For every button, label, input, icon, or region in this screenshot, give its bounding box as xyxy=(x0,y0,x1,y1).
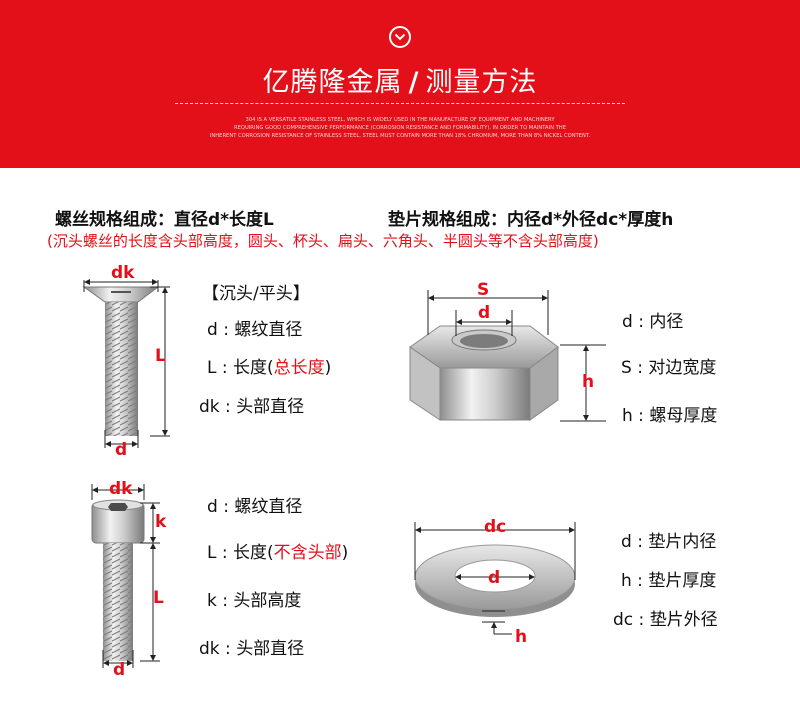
nut-h-mark: h xyxy=(582,372,595,392)
washer-d-legend: d : 垫片内径 xyxy=(621,532,717,552)
washer-dc-key: dc xyxy=(613,610,634,630)
length-note: (沉头螺丝的长度含头部高度，圆头、杯头、扁头、六角头、半圆头等不含头部高度) xyxy=(47,232,599,250)
flat-washer xyxy=(414,522,576,635)
countersunk-title: 【沉头/平头】 xyxy=(202,284,310,304)
screw-spec-heading: 螺丝规格组成：直径d*长度L xyxy=(55,210,274,230)
banner-fine-text-1: 304 IS A VERSATILE STAINLESS STEEL, WHIC… xyxy=(245,117,555,123)
sh-k-key: k xyxy=(207,591,217,611)
cs-L-mark: L xyxy=(155,346,166,366)
cs-L-legend: L : 长度(总长度) xyxy=(207,358,332,378)
cs-dk-key: dk xyxy=(199,397,220,417)
banner-subtitle: 测量方法 xyxy=(425,67,538,98)
chevron-down-icon xyxy=(389,26,411,48)
washer-h-mark: h xyxy=(515,627,528,647)
cs-d-label: 螺纹直径 xyxy=(234,320,303,340)
sh-L-label-em: 不含头部 xyxy=(273,543,342,563)
nut-h-key: h xyxy=(622,406,633,426)
banner-fine-text-3: INHERENT CORROSION RESISTANCE OF STAINLE… xyxy=(209,133,591,139)
cs-dk-mark: dk xyxy=(111,263,135,283)
sh-L-label: 长度( xyxy=(233,543,274,563)
brand-name: 亿腾隆金属 xyxy=(262,67,403,98)
nut-d-mark: d xyxy=(478,303,491,323)
sh-L-mark: L xyxy=(153,588,164,608)
title-separator: / xyxy=(408,67,420,98)
washer-spec-heading: 垫片规格组成：内径d*外径dc*厚度h xyxy=(388,210,674,230)
sh-d-mark: d xyxy=(113,660,126,680)
sh-dk-label: 头部直径 xyxy=(236,639,305,659)
washer-h-label: 垫片厚度 xyxy=(648,571,717,591)
nut-S-label: 对边宽度 xyxy=(648,358,717,378)
banner-fine-text-2: REQUIRING GOOD COMPREHENSIVE PERFORMANCE… xyxy=(234,125,566,131)
nut-h-legend: h : 螺母厚度 xyxy=(622,406,718,426)
nut-h-label: 螺母厚度 xyxy=(649,406,718,426)
cs-L-label-end: ) xyxy=(324,358,332,378)
header-banner: 亿腾隆金属/测量方法 304 IS A VERSATILE STAINLESS … xyxy=(0,0,800,168)
nut-d-label: 内径 xyxy=(649,312,684,332)
sh-d-label: 螺纹直径 xyxy=(234,497,303,517)
cs-L-label-em: 总长度 xyxy=(273,358,325,378)
sh-d-key: d xyxy=(207,497,218,517)
sh-L-legend: L : 长度(不含头部) xyxy=(207,543,349,563)
washer-d-key: d xyxy=(621,532,632,552)
sh-k-mark: k xyxy=(155,512,167,532)
washer-dc-legend: dc : 垫片外径 xyxy=(613,610,718,630)
cs-dk-label: 头部直径 xyxy=(236,397,305,417)
nut-S-mark: S xyxy=(477,280,490,300)
sh-L-key: L xyxy=(207,543,217,563)
cs-dk-legend: dk : 头部直径 xyxy=(199,397,305,417)
cs-d-mark: d xyxy=(115,440,128,460)
nut-d-legend: d : 内径 xyxy=(622,312,684,332)
sh-L-label-end: ) xyxy=(341,543,349,563)
washer-d-label: 垫片内径 xyxy=(648,532,717,552)
washer-dc-mark: dc xyxy=(484,517,507,537)
socket-head-screw xyxy=(91,484,160,668)
washer-h-legend: h : 垫片厚度 xyxy=(621,571,717,591)
cs-L-key: L xyxy=(207,358,217,378)
nut-S-key: S xyxy=(621,358,632,378)
banner-divider xyxy=(175,103,625,105)
hex-nut xyxy=(409,290,606,422)
sh-k-label: 头部高度 xyxy=(233,591,302,611)
sh-k-legend: k : 头部高度 xyxy=(207,591,302,611)
sh-d-legend: d : 螺纹直径 xyxy=(207,497,303,517)
sh-dk-legend: dk : 头部直径 xyxy=(199,639,305,659)
sh-dk-mark: dk xyxy=(109,479,133,499)
nut-S-legend: S : 对边宽度 xyxy=(621,358,717,378)
nut-d-key: d xyxy=(622,312,633,332)
washer-d-mark: d xyxy=(488,568,501,588)
cs-L-label: 长度( xyxy=(233,358,274,378)
cs-d-legend: d : 螺纹直径 xyxy=(207,320,303,340)
banner-title: 亿腾隆金属/测量方法 xyxy=(0,60,800,99)
cs-d-key: d xyxy=(207,320,218,340)
washer-h-key: h xyxy=(621,571,632,591)
countersunk-screw xyxy=(82,279,170,448)
sh-dk-key: dk xyxy=(199,639,220,659)
washer-dc-label: 垫片外径 xyxy=(649,610,718,630)
